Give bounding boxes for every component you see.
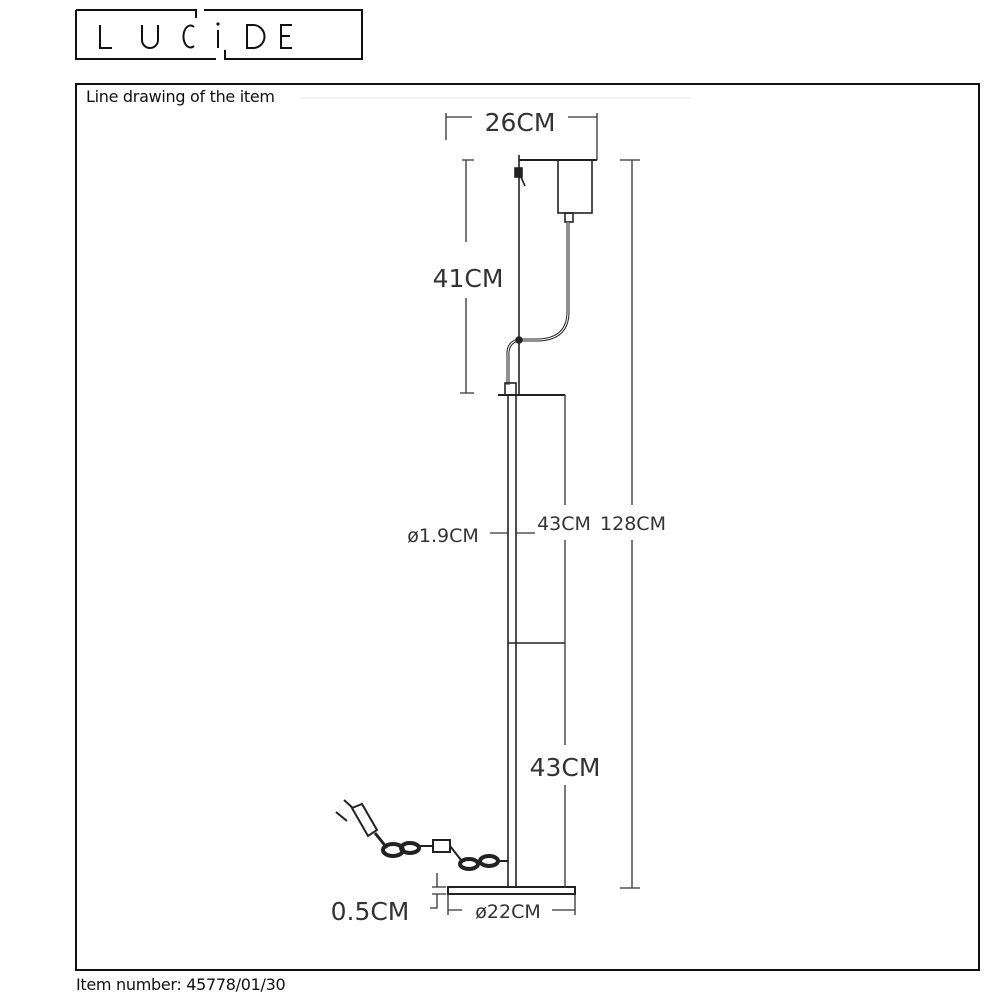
lamp-shade (557, 159, 593, 214)
dim-base-diameter: ø22CM (475, 901, 540, 923)
item-number: Item number: 45778/01/30 (76, 975, 286, 994)
dim-tube-lower-43cm: 43CM (530, 753, 601, 782)
lucide-logo (75, 9, 363, 60)
dim-base-thickness: 0.5CM (331, 897, 410, 926)
dim-width-26cm: 26CM (485, 108, 556, 137)
dim-total-height-128cm: 128CM (600, 513, 666, 535)
lamp-line-drawing (335, 155, 597, 895)
drawing-title: Line drawing of the item (86, 87, 275, 106)
dim-tube-diameter: ø1.9CM (407, 525, 479, 547)
plug-cord (335, 799, 508, 871)
dim-tube-upper-43cm: 43CM (537, 513, 591, 535)
dim-upper-height-41cm: 41CM (433, 264, 504, 293)
lamp-base (447, 886, 576, 895)
dimension-lines (430, 113, 640, 915)
